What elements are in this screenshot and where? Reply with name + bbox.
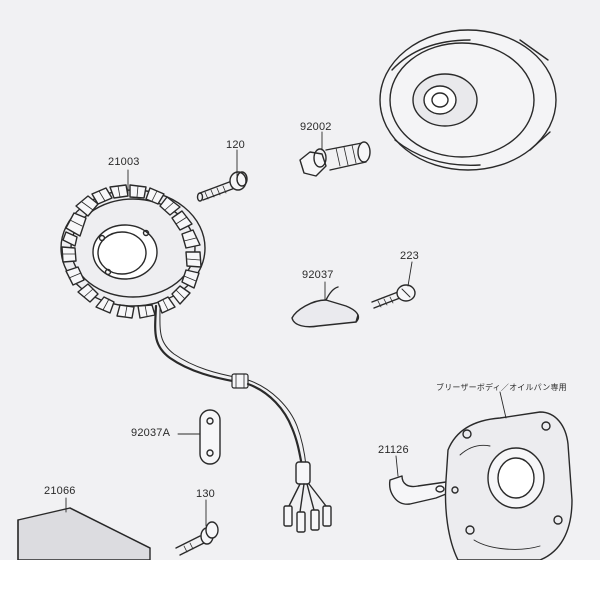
- label-21003: 21003: [108, 156, 140, 168]
- cable-clamp-92037A: [199, 409, 221, 465]
- pickup-coil-21066: [17, 507, 151, 560]
- stator-bolt-120: [196, 171, 248, 202]
- parts-drawing: [17, 29, 573, 560]
- flywheel-bolt-92002: [299, 141, 371, 177]
- label-21066: 21066: [44, 485, 76, 497]
- crankcase-cover: [444, 411, 573, 560]
- label-120: 120: [226, 139, 245, 151]
- label-130: 130: [196, 488, 215, 500]
- label-21126: 21126: [378, 444, 409, 456]
- flywheel-rotor: [379, 29, 557, 171]
- catalog-page: 21003 120 92002 92037 223 92037A 21126 2…: [0, 0, 600, 560]
- label-92002: 92002: [300, 121, 332, 133]
- pickup-coil-bracket-21126: [389, 475, 452, 505]
- label-92037A: 92037A: [131, 427, 171, 439]
- flanged-bolt-130: [175, 521, 219, 556]
- label-92037: 92037: [302, 269, 334, 281]
- note-breather-body-oil-pan: ブリーザーボディ／オイルパン専用: [436, 383, 567, 392]
- stator-coil-21003: [60, 184, 206, 319]
- wire-clamp-plate-92037: [291, 286, 360, 328]
- clamp-screw-223: [371, 284, 416, 309]
- wire-harness: [154, 304, 332, 533]
- leader-lines: [65, 131, 507, 527]
- label-223: 223: [400, 250, 419, 262]
